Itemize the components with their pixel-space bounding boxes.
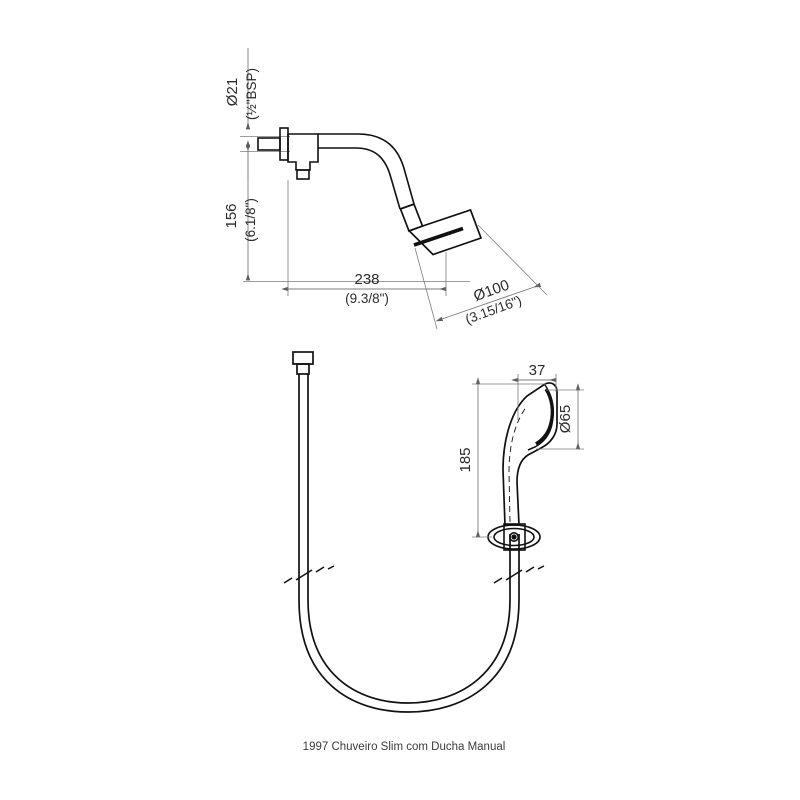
dimension-handshower-face: Ø65 bbox=[536, 383, 584, 450]
wall-inlet-fitting bbox=[257, 127, 319, 180]
upper-shower-assembly: Ø21 (½"BSP) 156 (6.1/8") bbox=[223, 48, 548, 330]
hand-shower-handset bbox=[502, 382, 558, 526]
inlet-drop-nozzle bbox=[296, 169, 310, 180]
hose-outer-line bbox=[298, 374, 520, 713]
arm-outer-edge bbox=[318, 133, 415, 205]
cone-ring-hub bbox=[508, 531, 519, 542]
inlet-thread-nipple bbox=[257, 137, 281, 151]
break-right-dash-a bbox=[493, 577, 503, 584]
arm-height-value: 156 bbox=[223, 203, 240, 228]
handset-outline bbox=[502, 382, 558, 526]
dimension-inlet-diameter: Ø21 (½"BSP) bbox=[224, 48, 290, 178]
break-right-slash bbox=[505, 569, 523, 581]
hose-break-mark-right bbox=[493, 565, 545, 584]
hose-top-connector-nut bbox=[292, 351, 314, 375]
hose-inner-line bbox=[307, 374, 511, 704]
handshower-cone-ring bbox=[487, 523, 541, 551]
handshower-width-value: 37 bbox=[529, 362, 546, 379]
arm-height-sub: (6.1/8") bbox=[243, 198, 258, 242]
break-right-dash-c bbox=[537, 565, 545, 570]
break-left-slash bbox=[295, 569, 313, 581]
head-diameter-extension-lower bbox=[414, 247, 438, 330]
handset-spray-face bbox=[535, 388, 555, 446]
handset-centerline bbox=[508, 405, 528, 523]
angled-shower-head bbox=[399, 203, 483, 256]
arm-reach-value: 238 bbox=[354, 271, 379, 288]
break-left-dash-a bbox=[283, 577, 293, 584]
break-left-dash-b bbox=[315, 566, 325, 573]
handshower-length-value: 185 bbox=[457, 447, 474, 472]
hose-nut-body bbox=[292, 351, 314, 365]
curved-shower-arm bbox=[318, 133, 415, 210]
handshower-face-value: Ø65 bbox=[557, 405, 574, 433]
head-diameter-extension-upper bbox=[477, 224, 548, 296]
dimension-arm-height: 156 (6.1/8") bbox=[223, 140, 470, 282]
showerhead-face-plate bbox=[413, 226, 464, 247]
inlet-diameter-sub: (½"BSP) bbox=[244, 68, 259, 120]
break-right-dash-b bbox=[525, 566, 535, 573]
dimension-head-diameter: Ø100 (3.15/16") bbox=[414, 224, 548, 330]
hose-break-mark-left bbox=[283, 565, 335, 584]
cone-ring-inner bbox=[493, 527, 535, 547]
inlet-diameter-value: Ø21 bbox=[224, 78, 241, 106]
break-left-dash-c bbox=[327, 565, 335, 570]
flexible-hose-loop bbox=[298, 374, 520, 713]
arm-inner-edge bbox=[318, 147, 401, 210]
lower-hose-assembly: 185 37 Ø65 bbox=[283, 351, 584, 713]
cone-ring-collar bbox=[503, 523, 526, 551]
dimension-arm-reach: 238 (9.3/8") bbox=[281, 180, 447, 306]
inlet-flange bbox=[279, 127, 289, 161]
showerhead-body bbox=[407, 208, 483, 256]
dimension-handshower-length: 185 bbox=[457, 377, 546, 538]
arm-reach-sub: (9.3/8") bbox=[345, 291, 389, 306]
hose-nut-collar bbox=[296, 363, 310, 375]
cone-ring-center-dot bbox=[511, 534, 517, 540]
dimension-handshower-width: 37 bbox=[511, 362, 557, 420]
inlet-body-block bbox=[287, 133, 319, 171]
drawing-caption: 1997 Chuveiro Slim com Ducha Manual bbox=[303, 741, 506, 753]
head-diameter-dim-line bbox=[435, 282, 542, 322]
